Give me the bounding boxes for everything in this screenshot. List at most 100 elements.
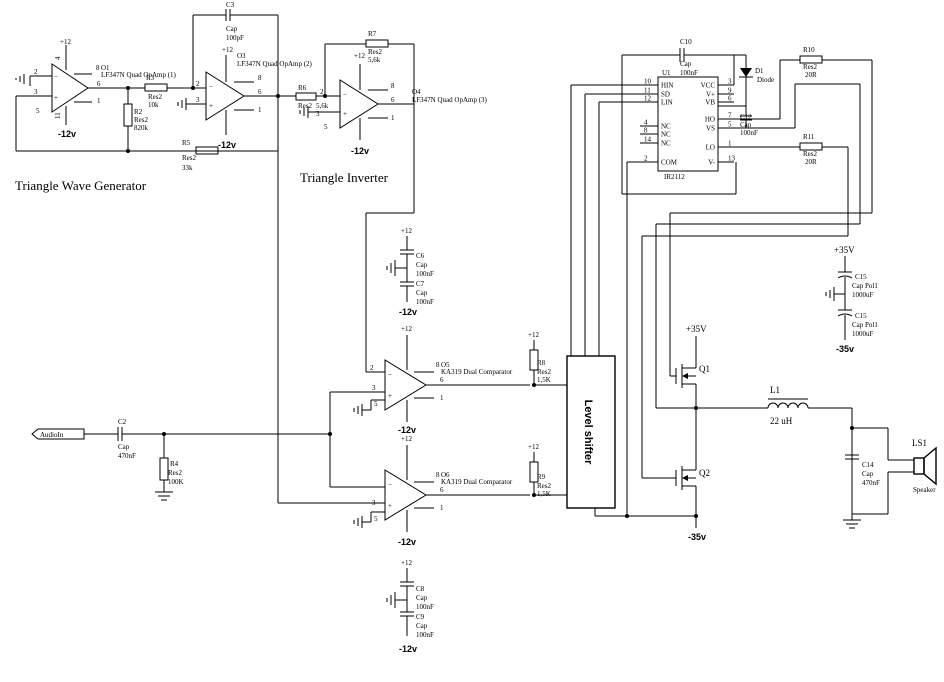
opamp-o1: − + (30, 45, 128, 125)
driver-pin-name: HIN (661, 82, 673, 90)
mosfet-q2 (675, 466, 696, 490)
capacitor-type: Cap (416, 622, 428, 630)
capacitor-value: 100nF (416, 631, 434, 639)
driver-pin-number: 6 (728, 95, 732, 103)
driver-pin-number: 3 (728, 78, 732, 86)
capacitor-type: Cap (416, 594, 428, 602)
resistor-ref: R6 (298, 84, 307, 92)
driver-ref: U1 (662, 69, 671, 77)
driver-pin-name: HO (705, 116, 715, 124)
driver-pin-name: VCC (701, 82, 716, 90)
resistor-ref: R2 (134, 108, 143, 116)
ground-icon (299, 106, 325, 118)
resistor-type: Res2 (803, 150, 818, 158)
capacitor-value: 100nF (416, 603, 434, 611)
diode-ref: D1 (755, 67, 764, 75)
driver-pin-number: 2 (644, 155, 648, 163)
ground-icon (353, 511, 385, 528)
capacitor-ref: C2 (118, 418, 127, 426)
speaker-ref: LS1 (912, 438, 927, 448)
capacitor-value: 470nF (862, 479, 880, 487)
resistor-type: Res2 (134, 116, 149, 124)
pin-label: 2 (370, 364, 374, 372)
resistor-r10 (799, 55, 823, 64)
resistor-ref: R3 (146, 74, 155, 82)
driver-pin-name: V+ (706, 91, 715, 99)
driver-pin-name: LIN (661, 99, 673, 107)
pin-label: 6 (440, 376, 444, 384)
driver-pin-name: LO (706, 144, 715, 152)
capacitor-type: Cap (740, 121, 752, 129)
svg-text:−: − (343, 91, 347, 99)
capacitor-type: Cap Pol1 (852, 321, 878, 329)
pin-label: 1 (391, 114, 395, 122)
speaker-type: Speaker (913, 486, 936, 494)
block-title-generator: Triangle Wave Generator (15, 178, 147, 193)
resistor-ref: R8 (537, 359, 546, 367)
driver-pin-number: 9 (728, 87, 732, 95)
opamp-type: LF347N Quad OpAmp (1) (101, 71, 177, 79)
level-shifter-block (566, 355, 616, 509)
capacitor-value: 1000uF (852, 330, 874, 338)
rail-label: -12v (351, 146, 369, 156)
driver-pin-name: NC (661, 131, 671, 139)
driver-ic-u1 (657, 76, 719, 172)
pin-label: 3 (316, 110, 320, 118)
opamp-type: LF347N Quad OpAmp (2) (237, 60, 313, 68)
ground-icon (825, 287, 835, 301)
resistor-r2 (123, 103, 133, 127)
rail-label: +12 (401, 559, 412, 567)
resistor-type: Res2 (537, 368, 552, 376)
resistor-value: 820k (134, 124, 149, 132)
rail-label: -12v (58, 129, 76, 139)
resistor-ref: R9 (537, 473, 546, 481)
svg-text:−: − (388, 371, 392, 379)
ground-icon (386, 260, 396, 276)
opamp-type: LF347N Quad OpAmp (3) (412, 96, 488, 104)
inductor-value: 22 uH (770, 416, 793, 426)
mosfet-q1 (675, 364, 696, 388)
capacitor-value: 100nF (416, 298, 434, 306)
driver-pin-name: VB (705, 99, 715, 107)
pin-label: 8 (96, 64, 100, 72)
svg-text:+: + (388, 392, 392, 400)
resistor-value: 33k (182, 164, 193, 172)
rail-label: -12v (399, 644, 417, 654)
pin-label: 8 (436, 361, 440, 369)
rail-label: +12 (401, 325, 412, 333)
resistor-type: Res2 (298, 102, 313, 110)
resistor-value: 10k (148, 101, 159, 109)
resistor-value: 1,5K (537, 490, 551, 498)
capacitor-value: 100pF (226, 34, 244, 42)
resistor-r7 (365, 39, 389, 48)
pin-label: 5 (324, 123, 328, 131)
capacitor-ref: C8 (416, 585, 425, 593)
capacitor-type: Cap (226, 25, 238, 33)
ground-icon (155, 491, 173, 501)
opamp-designator: O4 (412, 88, 421, 96)
driver-pin-name: COM (661, 159, 678, 167)
pin-label: 1 (97, 97, 101, 105)
capacitor-type: Cap (862, 470, 874, 478)
rail-label: -12v (399, 307, 417, 317)
pin-label: 2 (34, 68, 38, 76)
rail-label: +12 (401, 435, 412, 443)
driver-pin-number: 11 (644, 87, 651, 95)
resistor-r6 (295, 92, 317, 101)
driver-pin-number: 5 (728, 121, 732, 129)
driver-pin-number: 14 (644, 136, 652, 144)
capacitor-ref: C12 (740, 113, 752, 121)
opamp-o4: − + (325, 64, 414, 140)
opamp-designator: O3 (237, 52, 246, 60)
resistor-type: Res2 (168, 469, 183, 477)
ground-icon (843, 519, 861, 529)
capacitor-ref: C14 (862, 461, 874, 469)
capacitor-ref: C7 (416, 280, 425, 288)
rail-label: -12v (398, 537, 416, 547)
capacitor-type: Cap (416, 289, 428, 297)
resistor-ref: R7 (368, 30, 377, 38)
resistor-r3 (144, 83, 168, 92)
capacitor-value: 100nF (740, 129, 758, 137)
resistor-value: 100K (168, 478, 184, 486)
inductor-l1 (767, 402, 809, 409)
